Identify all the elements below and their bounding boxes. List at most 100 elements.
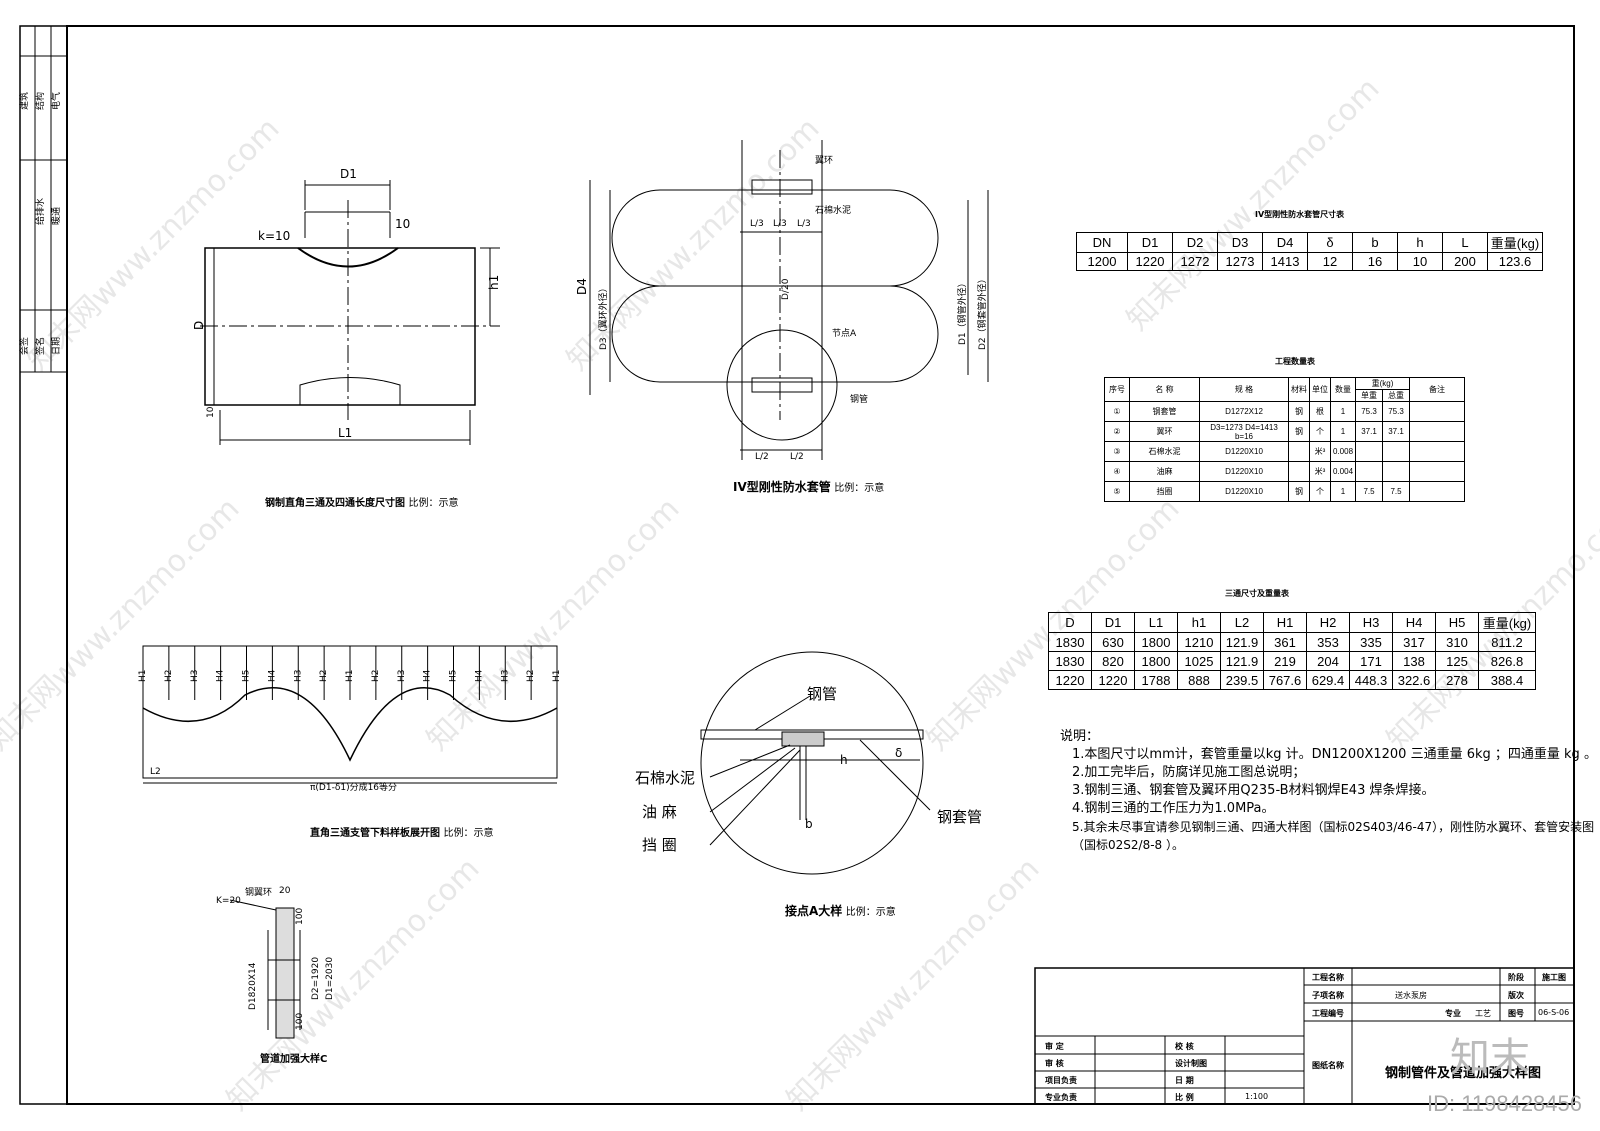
table-header-row: 序号 名 称 规 格 材料 单位 数量 重(kg) 备注 bbox=[1104, 377, 1466, 402]
table-cell: 388.4 bbox=[1478, 670, 1536, 690]
side-label: 给排水 bbox=[34, 198, 46, 225]
header-cell: D3 bbox=[1217, 232, 1263, 253]
header-cell: 名 称 bbox=[1129, 377, 1200, 402]
drawing-title: 钢制管件及管道加强大样图 bbox=[1385, 1066, 1542, 1081]
header-cell: 备注 bbox=[1409, 377, 1466, 402]
label-l2: L/2 bbox=[790, 452, 804, 462]
header-cell: D bbox=[1048, 612, 1092, 633]
unfold-label: H2 bbox=[164, 670, 174, 683]
label-d2: D2=1920 bbox=[311, 957, 321, 1000]
header-cell: h1 bbox=[1177, 612, 1221, 633]
tb-ratio-value: 1:100 bbox=[1245, 1092, 1269, 1101]
label-asbestos-cement: 石棉水泥 bbox=[635, 769, 695, 787]
table-cell: 钢 bbox=[1288, 421, 1310, 442]
table-cell: 278 bbox=[1435, 670, 1479, 690]
note-line: 2.加工完毕后，防腐详见施工图总说明； bbox=[1072, 765, 1306, 780]
label-d4: D4 bbox=[575, 278, 589, 295]
side-label: 结构 bbox=[34, 92, 46, 110]
tb-sub-project: 子项名称 bbox=[1312, 991, 1344, 1000]
label-l3: L/3 bbox=[750, 219, 764, 229]
side-label: 暖通 bbox=[50, 207, 62, 225]
header-cell: 单重 bbox=[1355, 389, 1384, 402]
header-cell: H3 bbox=[1349, 612, 1393, 633]
label-d3: D3（翼环外径） bbox=[597, 283, 609, 350]
table-cell: 171 bbox=[1349, 651, 1393, 671]
table-cell: 125 bbox=[1435, 651, 1479, 671]
table-cell: 1200 bbox=[1076, 252, 1128, 271]
header-cell: L bbox=[1442, 232, 1488, 253]
qty-table-title: 工程数量表 bbox=[1275, 357, 1315, 366]
table-cell: 1800 bbox=[1134, 632, 1178, 652]
table-cell bbox=[1288, 461, 1310, 482]
side-label: 签名 bbox=[34, 337, 46, 355]
label-100: 100 bbox=[295, 908, 305, 925]
table-cell: 翼环 bbox=[1129, 421, 1200, 442]
table-cell bbox=[1382, 441, 1411, 462]
header-cell: H5 bbox=[1435, 612, 1479, 633]
label-d: D bbox=[192, 321, 206, 330]
table-cell: 0.004 bbox=[1329, 461, 1357, 482]
side-label: 建筑 bbox=[18, 92, 30, 110]
table-cell: 204 bbox=[1306, 651, 1350, 671]
unfold-label: H4 bbox=[474, 669, 484, 682]
label-k: k=10 bbox=[258, 229, 290, 243]
header-cell: D1 bbox=[1127, 232, 1173, 253]
table-cell: 353 bbox=[1306, 632, 1350, 652]
tee-drawing bbox=[200, 180, 500, 445]
table-cell: 1788 bbox=[1134, 670, 1178, 690]
header-cell: 重(kg) bbox=[1355, 377, 1411, 390]
label-20: 20 bbox=[279, 886, 291, 896]
header-cell: H1 bbox=[1263, 612, 1307, 633]
header-cell: 重量(kg) bbox=[1487, 232, 1543, 253]
unfold-caption: 直角三通支管下料样板展开图 比例：示意 bbox=[310, 824, 493, 839]
label-delta: δ bbox=[895, 746, 902, 760]
table-cell: 630 bbox=[1091, 632, 1135, 652]
label-d3: D1=2030 bbox=[325, 957, 335, 1000]
table-cell: ② bbox=[1104, 421, 1130, 442]
table-cell: 1800 bbox=[1134, 651, 1178, 671]
table-cell: 219 bbox=[1263, 651, 1307, 671]
sleeve-caption: IV型刚性防水套管 比例：示意 bbox=[733, 478, 884, 495]
header-cell: h bbox=[1397, 232, 1443, 253]
table-cell: D1220X10 bbox=[1199, 441, 1289, 462]
unfold-label: H2 bbox=[371, 670, 381, 683]
table-cell bbox=[1288, 441, 1310, 462]
note-line: 3.钢制三通、钢套管及翼环用Q235-B材料钢焊E43 焊条焊接。 bbox=[1072, 783, 1435, 798]
unfold-label: H3 bbox=[190, 670, 200, 683]
table-cell: 挡圈 bbox=[1129, 481, 1200, 502]
tb-drawing-no-value: 06-S-06 bbox=[1538, 1008, 1570, 1017]
tb-drawing-no: 图号 bbox=[1508, 1009, 1524, 1018]
table-cell: 239.5 bbox=[1220, 670, 1264, 690]
tb-project-no: 工程编号 bbox=[1312, 1009, 1344, 1018]
tb-review: 审 核 bbox=[1045, 1059, 1064, 1068]
notes-title: 说明： bbox=[1060, 729, 1100, 744]
table-cell: 121.9 bbox=[1220, 632, 1264, 652]
table-cell: 37.1 bbox=[1382, 421, 1411, 442]
reinforce-caption: 管道加强大样C bbox=[260, 1050, 327, 1065]
table-cell: 1 bbox=[1329, 481, 1357, 502]
tb-ratio: 比 例 bbox=[1175, 1093, 1194, 1102]
table-cell: 钢套管 bbox=[1129, 401, 1200, 422]
table-cell: 1220 bbox=[1048, 670, 1092, 690]
unfold-label: H3 bbox=[500, 670, 510, 683]
label-ring: 挡 圈 bbox=[642, 836, 677, 854]
table-cell: 335 bbox=[1349, 632, 1393, 652]
table-cell: 37.1 bbox=[1355, 421, 1384, 442]
tee-table-title: 三通尺寸及重量表 bbox=[1225, 589, 1289, 598]
label-l2-unfold: L2 bbox=[150, 767, 161, 777]
tb-approve: 审 定 bbox=[1045, 1042, 1064, 1051]
unfold-label: H2 bbox=[319, 670, 329, 683]
table-cell bbox=[1409, 441, 1466, 462]
label-d1820: D1820X14 bbox=[248, 962, 258, 1010]
header-cell: H2 bbox=[1306, 612, 1350, 633]
table-cell: 根 bbox=[1309, 401, 1331, 422]
header-cell: D4 bbox=[1262, 232, 1308, 253]
header-cell: 重量(kg) bbox=[1478, 612, 1536, 633]
header-cell: H4 bbox=[1392, 612, 1436, 633]
note-line: 1.本图尺寸以mm计，套管重量以kg 计。DN1200X1200 三通重量 6k… bbox=[1072, 747, 1597, 762]
watermark-logo: 知末 bbox=[1450, 1035, 1530, 1081]
table-cell: 200 bbox=[1442, 252, 1488, 271]
header-cell: δ bbox=[1307, 232, 1353, 253]
